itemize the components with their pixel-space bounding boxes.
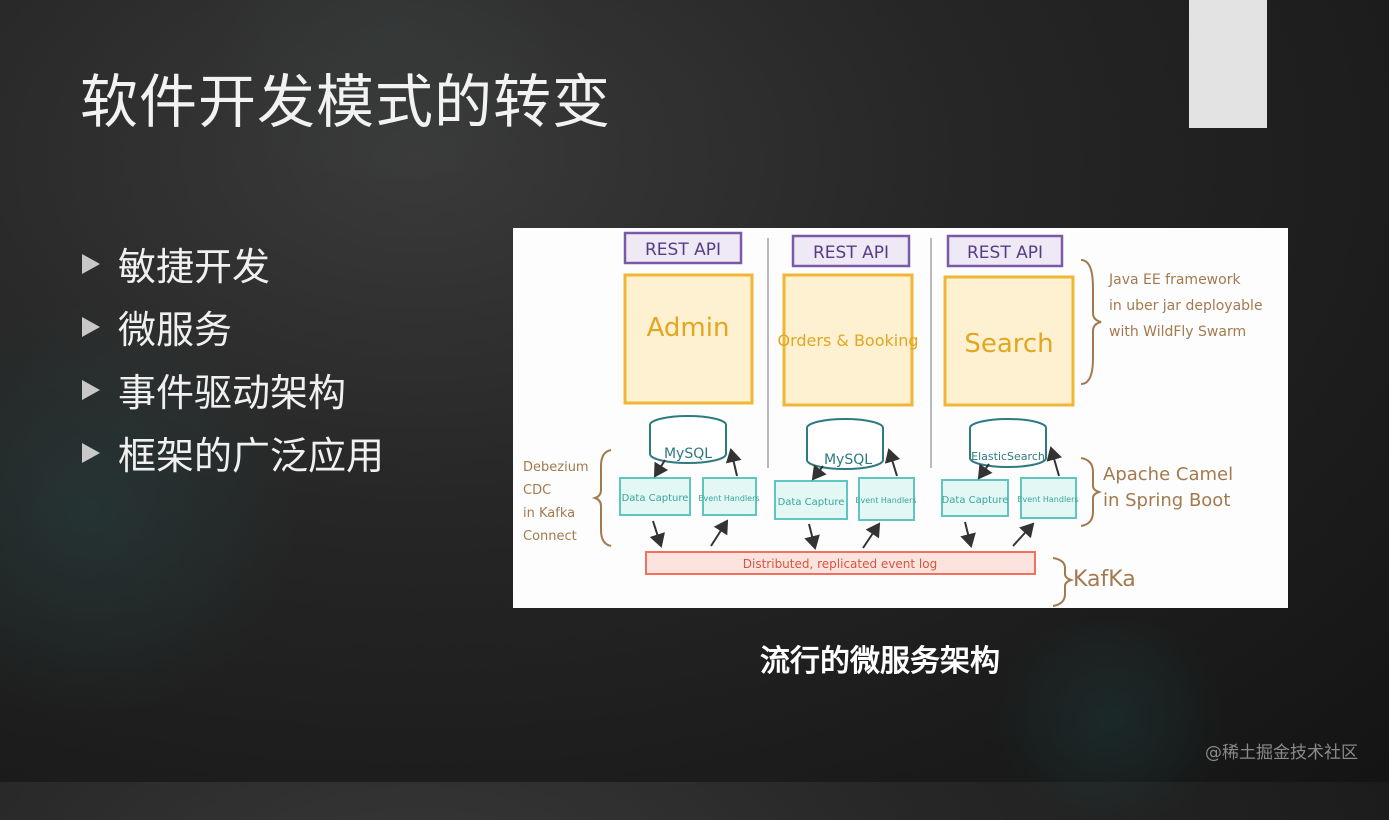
rest-api-box bbox=[791, 234, 911, 268]
service-box bbox=[623, 273, 754, 405]
note-debezium-line: CDC bbox=[523, 483, 551, 498]
database-icon bbox=[806, 418, 884, 470]
database-icon bbox=[969, 418, 1047, 468]
database-label: MySQL bbox=[664, 446, 712, 462]
arrow bbox=[1012, 522, 1035, 547]
arrow bbox=[653, 459, 669, 478]
arrow bbox=[649, 520, 665, 548]
arrow bbox=[862, 522, 881, 549]
triangle-bullet-icon bbox=[82, 316, 100, 337]
service-box bbox=[943, 275, 1075, 407]
bullet-item: 敏捷开发 bbox=[82, 232, 384, 295]
service-label: Admin bbox=[647, 313, 730, 343]
service-box bbox=[782, 273, 914, 407]
architecture-svg: REST API Admin MySQL Data Capture Event … bbox=[523, 231, 1263, 607]
event-log-label: Distributed, replicated event log bbox=[743, 557, 937, 571]
watermark: @稀土掘金技术社区 bbox=[1205, 743, 1358, 763]
microservices-diagram: REST API Admin MySQL Data Capture Event … bbox=[513, 228, 1288, 608]
brace bbox=[1080, 457, 1103, 527]
rest-api-label: REST API bbox=[645, 240, 721, 260]
note-debezium-line: Debezium bbox=[523, 460, 589, 475]
triangle-bullet-icon bbox=[82, 253, 100, 274]
note-kafka: KafKa bbox=[1073, 567, 1136, 592]
database-label: ElasticSearch bbox=[971, 450, 1045, 463]
event-handlers-label: Event Handlers bbox=[855, 496, 916, 505]
arrow bbox=[725, 448, 742, 477]
bullet-item: 微服务 bbox=[82, 295, 384, 358]
service-label: Search bbox=[964, 329, 1053, 359]
bullet-list: 敏捷开发 微服务 事件驱动架构 框架的广泛应用 bbox=[82, 232, 384, 484]
arrow bbox=[1046, 446, 1062, 477]
event-handlers-box bbox=[1020, 477, 1077, 519]
event-handlers-box bbox=[702, 477, 757, 516]
event-log-bar bbox=[645, 551, 1036, 575]
note-camel-line: in Spring Boot bbox=[1103, 490, 1230, 511]
rest-api-label: REST API bbox=[813, 243, 889, 263]
note-java-ee-line: Java EE framework bbox=[1108, 272, 1241, 288]
data-capture-box bbox=[941, 479, 1009, 517]
data-capture-box bbox=[619, 477, 691, 516]
note-camel-line: Apache Camel bbox=[1103, 464, 1233, 485]
arrow bbox=[804, 523, 820, 550]
event-handlers-label: Event Handlers bbox=[1017, 495, 1078, 504]
slide-title: 软件开发模式的转变 bbox=[80, 68, 612, 136]
rest-api-box bbox=[623, 231, 743, 265]
arrow bbox=[960, 521, 976, 548]
bullet-item: 框架的广泛应用 bbox=[82, 421, 384, 484]
event-handlers-box bbox=[858, 477, 915, 521]
database-label: MySQL bbox=[824, 452, 872, 468]
note-java-ee-line: with WildFly Swarm bbox=[1109, 324, 1246, 340]
triangle-bullet-icon bbox=[82, 442, 100, 463]
diagram-caption: 流行的微服务架构 bbox=[760, 644, 1000, 679]
data-capture-box bbox=[774, 480, 848, 520]
data-capture-label: Data Capture bbox=[942, 495, 1009, 506]
triangle-bullet-icon bbox=[82, 379, 100, 400]
note-java-ee-line: in uber jar deployable bbox=[1109, 298, 1263, 314]
note-debezium-line: Connect bbox=[523, 529, 577, 544]
corner-block bbox=[1189, 0, 1267, 128]
brace bbox=[1080, 259, 1102, 385]
database-icon bbox=[649, 415, 727, 464]
arrow bbox=[811, 464, 827, 481]
rest-api-label: REST API bbox=[967, 243, 1043, 263]
data-capture-label: Data Capture bbox=[778, 497, 845, 508]
rest-api-box bbox=[946, 234, 1064, 268]
brace bbox=[591, 449, 612, 547]
arrow bbox=[977, 463, 993, 480]
arrow bbox=[710, 519, 729, 547]
service-label: Orders & Booking bbox=[777, 331, 918, 350]
bullet-item: 事件驱动架构 bbox=[82, 358, 384, 421]
arrow bbox=[884, 448, 901, 477]
data-capture-label: Data Capture bbox=[622, 493, 689, 504]
event-handlers-label: Event Handlers bbox=[698, 494, 759, 503]
brace bbox=[1052, 557, 1075, 607]
note-debezium-line: in Kafka bbox=[523, 506, 575, 521]
